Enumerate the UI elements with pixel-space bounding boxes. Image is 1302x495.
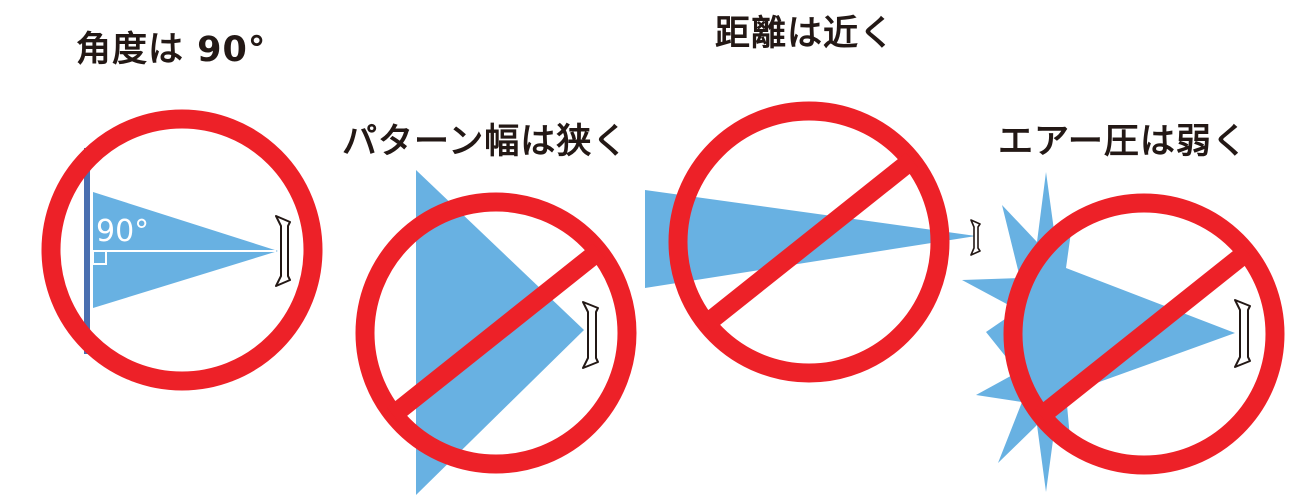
panel-pattern bbox=[355, 170, 637, 495]
angle-annotation: 90° bbox=[96, 214, 149, 249]
spray-gun-nozzle-icon bbox=[275, 215, 291, 287]
panel-pressure-title: エアー圧は弱く bbox=[998, 122, 1248, 162]
spray-gun-nozzle-icon bbox=[582, 301, 599, 369]
right-angle-mark bbox=[92, 250, 107, 265]
prohibition-sign-icon bbox=[668, 101, 950, 383]
panel-distance-title: 距離は近く bbox=[715, 14, 896, 54]
panel-distance bbox=[645, 101, 981, 383]
prohibition-sign-icon bbox=[355, 192, 637, 474]
panel-pattern-title: パターン幅は狭く bbox=[342, 122, 629, 162]
panel-angle: 90° bbox=[41, 109, 323, 391]
prohibition-sign-icon bbox=[41, 109, 323, 391]
panel-pressure bbox=[962, 172, 1285, 492]
spray-gun-nozzle-icon bbox=[970, 219, 981, 256]
spray-gun-nozzle-icon bbox=[1234, 299, 1251, 368]
prohibition-sign-icon bbox=[1003, 193, 1285, 475]
panel-angle-title: 角度は 90° bbox=[76, 30, 267, 70]
target-surface-icon bbox=[84, 148, 90, 354]
